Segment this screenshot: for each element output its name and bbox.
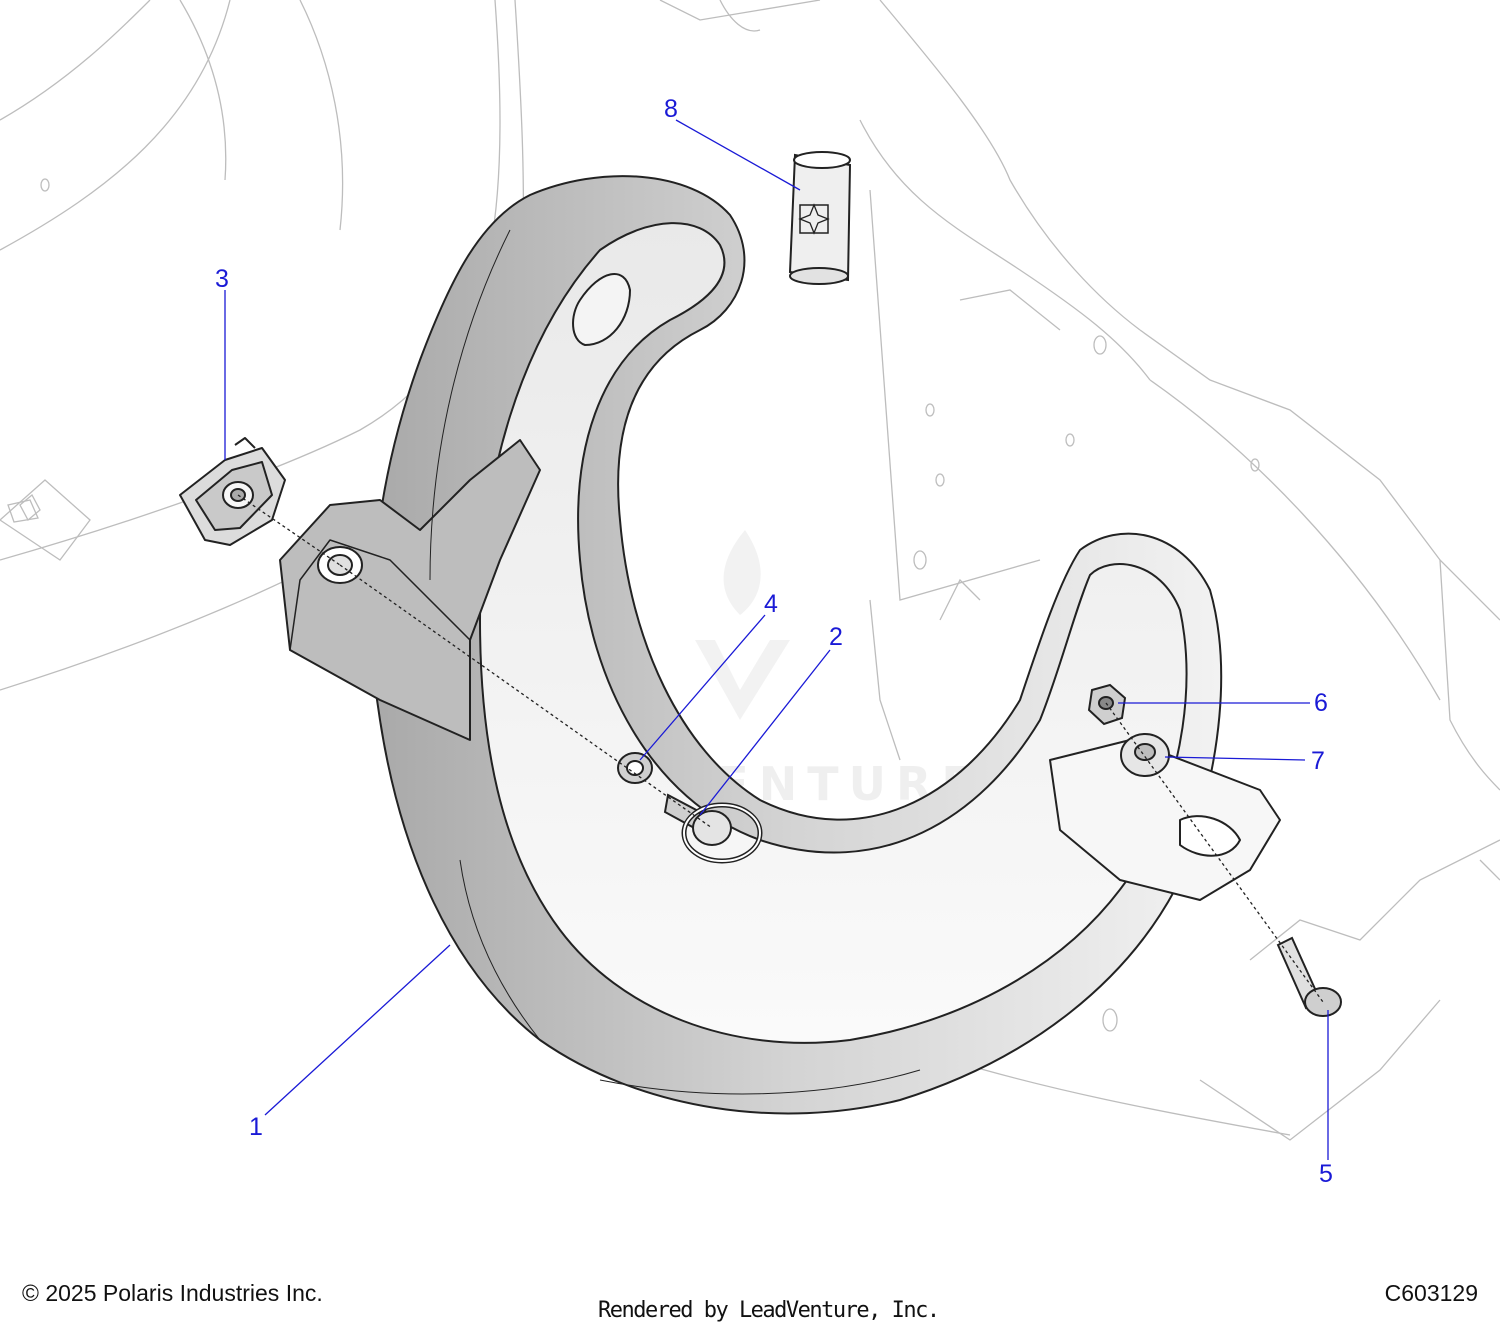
part-4-push-nut <box>617 752 653 784</box>
part-3-clip-nut <box>179 437 286 546</box>
flame-icon <box>723 530 761 615</box>
callout-1: 1 <box>249 1113 263 1141</box>
part-2-quick-release-pin <box>663 793 763 864</box>
part-8-band-clamp <box>788 151 852 285</box>
lv-logo-icon <box>695 640 790 720</box>
rendered-by-credit: Rendered by LeadVenture, Inc. <box>598 1298 940 1323</box>
callout-labels: 8 3 4 2 6 7 1 5 <box>215 95 1333 1188</box>
leader-lines <box>224 119 1329 1160</box>
callout-7: 7 <box>1311 747 1325 775</box>
compass-star-icon <box>798 203 830 235</box>
part-5-bolt <box>1276 936 1342 1017</box>
callout-6: 6 <box>1314 689 1328 717</box>
callout-5: 5 <box>1319 1160 1333 1188</box>
part-7-washer <box>1120 733 1170 777</box>
background-body-panels <box>0 0 1500 1141</box>
callout-4: 4 <box>764 590 778 618</box>
callout-8: 8 <box>664 95 678 123</box>
assembly-lines <box>237 494 1324 1003</box>
part-1-strap-bracket <box>279 175 1281 1115</box>
callout-2: 2 <box>829 623 843 651</box>
copyright-notice: © 2025 Polaris Industries Inc. <box>22 1280 323 1306</box>
diagram-id: C603129 <box>1384 1280 1478 1306</box>
callout-3: 3 <box>215 265 229 293</box>
